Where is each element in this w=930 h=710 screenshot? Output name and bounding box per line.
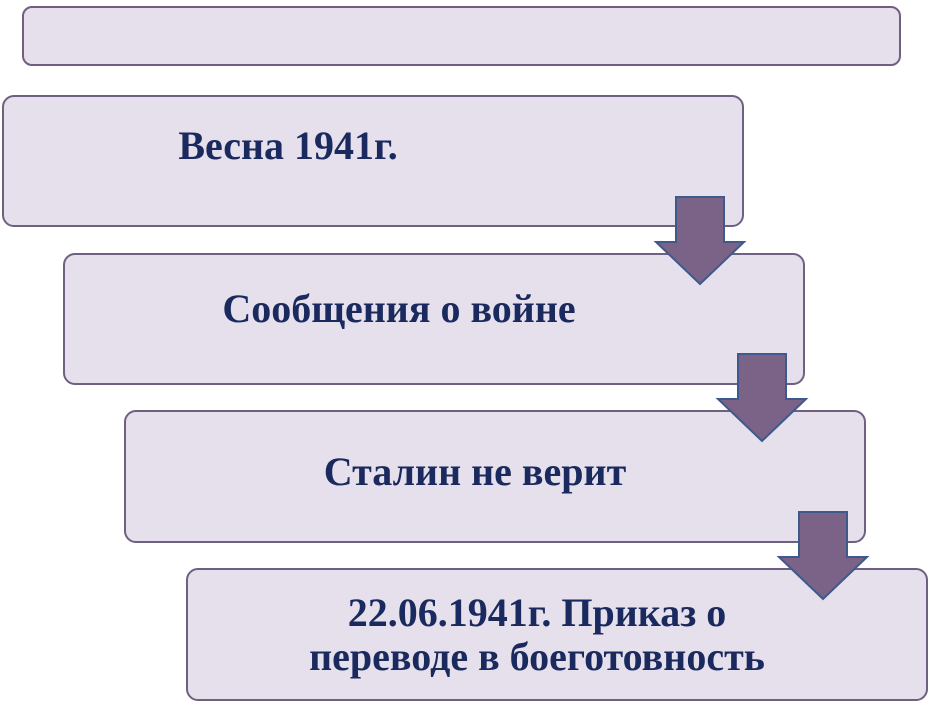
header-bar (22, 6, 901, 66)
down-arrow-icon (715, 353, 809, 443)
step-box-1: Весна 1941г. (2, 95, 744, 227)
down-arrow-icon (776, 511, 870, 601)
down-arrow-icon (653, 196, 747, 286)
step-label-3: Сталин не верит (323, 448, 627, 494)
step-box-3: Сталин не верит (124, 410, 866, 543)
step-label-4: 22.06.1941г. Приказ о переводе в боегото… (309, 589, 765, 679)
step-label-1: Весна 1941г. (178, 123, 398, 168)
step-label-2: Сообщения о войне (222, 286, 576, 331)
step-box-4: 22.06.1941г. Приказ о переводе в боегото… (186, 568, 928, 701)
step-box-2: Сообщения о войне (63, 253, 805, 385)
